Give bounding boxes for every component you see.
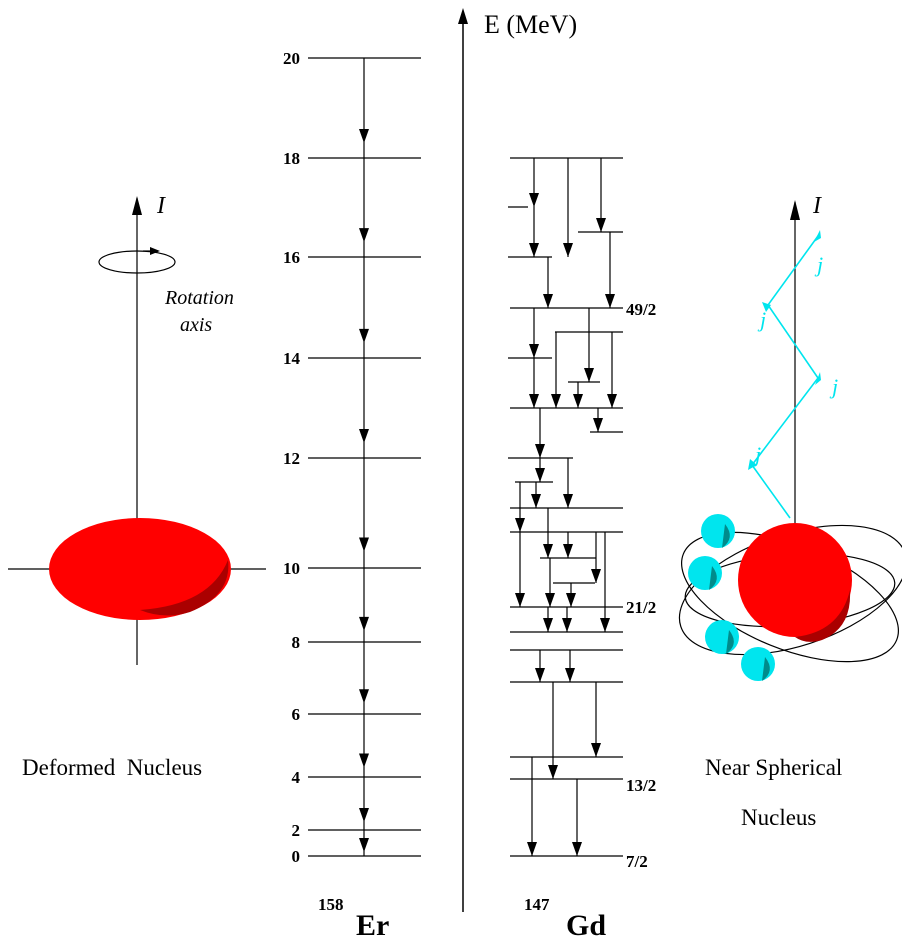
er-level-label-20: 20	[283, 49, 300, 68]
spherical-nucleus-caption-line1: Near Spherical	[705, 755, 842, 780]
er-level-label-14: 14	[283, 349, 301, 368]
gd-transition-arrow-36	[535, 444, 545, 458]
er-transition-arrow-7	[359, 689, 369, 704]
gd-transition-arrow-51	[535, 668, 545, 682]
er-level-label-6: 6	[292, 705, 301, 724]
er-transition-arrow-4	[359, 429, 369, 443]
j-vector-chain	[751, 235, 819, 519]
gd-transition-arrow-41	[515, 518, 525, 532]
deformed-nucleus-ellipsoid	[49, 518, 231, 620]
gd-transition-arrow-27	[529, 243, 539, 257]
er-transition-arrow-3	[359, 328, 369, 343]
gd-mass-number: 147	[524, 895, 550, 914]
er-transition-arrow-10	[359, 838, 369, 852]
spherical-nucleus-panel: I j j j j	[678, 193, 902, 830]
spherical-nucleus-core	[738, 523, 852, 637]
gd-transition-arrow-34	[529, 394, 539, 408]
energy-axis: E (MeV)	[458, 8, 577, 912]
gd-transition-arrow-44	[515, 593, 525, 607]
rotation-loop	[98, 250, 176, 274]
gd-transition-arrow-47	[566, 593, 576, 607]
gd-transition-arrow-25	[563, 243, 573, 257]
gd-nucleus-label: 147 Gd	[524, 895, 606, 941]
j-vector-arrowheads	[748, 230, 821, 470]
gd-symbol: Gd	[566, 909, 606, 941]
nucleon-3	[705, 620, 739, 654]
er-transition-arrow-9	[359, 808, 369, 823]
gd-transition-arrow-53	[548, 765, 558, 779]
gd-spin-label-13-2: 13/2	[626, 776, 656, 795]
right-spin-symbol: I	[812, 193, 822, 219]
gd-transition-arrow-35	[573, 394, 583, 408]
er-level-label-4: 4	[292, 768, 301, 787]
er-transition-arrow-5	[359, 537, 369, 552]
gd-transition-arrow-52	[565, 668, 575, 682]
gd-transition-arrow-31	[584, 368, 594, 382]
gd-level-scheme	[508, 157, 623, 857]
gd-transition-arrow-56	[572, 842, 582, 856]
er-transition-arrow-8	[359, 753, 369, 768]
er-symbol: Er	[356, 909, 389, 941]
j-label-3: j	[757, 307, 766, 332]
gd-spin-label-7-2: 7/2	[626, 852, 648, 871]
gd-transition-arrow-40	[531, 494, 541, 508]
gd-transition-arrow-24	[529, 193, 539, 207]
gd-transition-arrow-55	[527, 842, 537, 856]
valence-nucleons	[688, 514, 775, 681]
j-label-4: j	[814, 252, 823, 277]
deformed-nucleus-shadow	[140, 560, 229, 616]
gd-transition-arrow-33	[607, 394, 617, 408]
nucleon-4	[741, 647, 775, 681]
gd-transition-arrow-28	[543, 294, 553, 308]
right-spin-arrowhead	[790, 200, 800, 220]
gd-transition-arrow-43	[563, 544, 573, 558]
er-transition-arrow-6	[359, 616, 369, 631]
spherical-nucleus-shadow	[795, 590, 851, 642]
er-level-label-10: 10	[283, 559, 300, 578]
er-transition-arrow-1	[359, 129, 369, 143]
deformed-nucleus-panel: I Rotation axis Deformed Nucleus	[8, 193, 266, 780]
er-level-label-2: 2	[292, 821, 301, 840]
j-label-2: j	[829, 374, 838, 399]
nucleon-1	[701, 514, 735, 548]
spin-vector-arrowhead	[132, 196, 142, 215]
er-level-label-16: 16	[283, 248, 300, 267]
er-level-label-0: 0	[292, 847, 301, 866]
rotation-direction-arrow	[150, 247, 160, 255]
rotation-label-line1: Rotation	[164, 287, 234, 309]
j-label-1: j	[752, 442, 761, 467]
rotation-label-line2: axis	[180, 314, 212, 336]
gd-transition-arrow-50	[562, 618, 572, 632]
gd-spin-label-49-2: 49/2	[626, 300, 656, 319]
gd-transition-arrow-30	[529, 344, 539, 358]
gd-transition-arrow-29	[605, 294, 615, 308]
er-mass-number: 158	[318, 895, 344, 914]
gd-transition-arrow-38	[535, 468, 545, 482]
gd-transition-arrow-37	[593, 418, 603, 432]
er-level-label-8: 8	[292, 633, 301, 652]
gd-spin-label-21-2: 21/2	[626, 598, 656, 617]
gd-transition-arrow-46	[591, 569, 601, 583]
j-labels: j j j j	[752, 252, 838, 467]
gd-transition-arrow-54	[591, 743, 601, 757]
gd-transition-arrow-45	[545, 593, 555, 607]
energy-axis-label: E (MeV)	[484, 10, 577, 39]
gd-transition-arrow-32	[551, 394, 561, 408]
er-nucleus-label: 158 Er	[318, 895, 389, 941]
gd-transition-arrow-42	[543, 544, 553, 558]
gd-transition-arrow-39	[563, 494, 573, 508]
energy-axis-arrowhead	[458, 8, 468, 24]
gd-transition-arrow-48	[600, 618, 610, 632]
gd-transition-arrow-26	[596, 218, 606, 232]
gd-transition-arrow-49	[543, 618, 553, 632]
deformed-nucleus-caption: Deformed Nucleus	[22, 755, 202, 780]
spherical-nucleus-caption-line2: Nucleus	[741, 805, 816, 830]
er-level-label-18: 18	[283, 149, 300, 168]
left-spin-symbol: I	[156, 193, 166, 219]
nucleon-2	[688, 556, 722, 590]
er-transition-arrow-2	[359, 228, 369, 243]
er-level-label-12: 12	[283, 449, 300, 468]
